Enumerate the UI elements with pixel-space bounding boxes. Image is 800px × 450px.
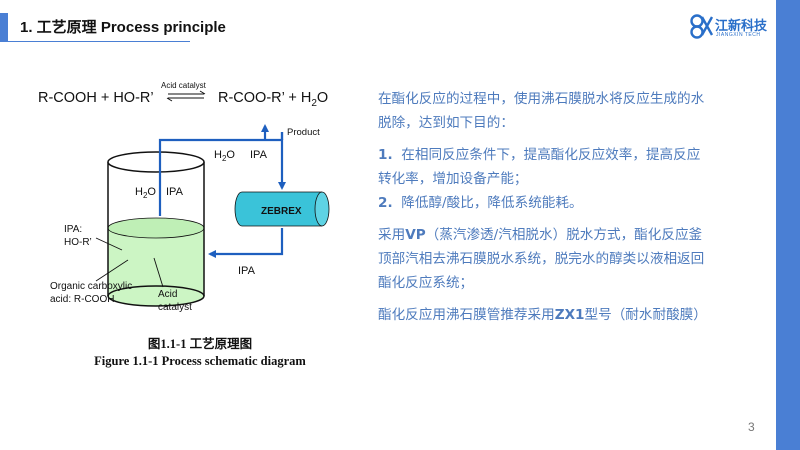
list-item-1-number: 1. (378, 147, 393, 163)
caption-en: Figure 1.1-1 Process schematic diagram (94, 354, 306, 368)
zx-bold: ZX1 (554, 307, 585, 323)
organic-acid-label-2: acid: R-COOH (50, 294, 114, 305)
logo-text-cn: 江新科技 (715, 19, 768, 34)
zebrex-membrane-module (234, 191, 330, 227)
figure-caption: 图1.1-1 工艺原理图 Figure 1.1-1 Process schema… (60, 336, 340, 370)
vp-pre: 采用 (378, 227, 406, 243)
right-accent-bar (776, 0, 800, 450)
zx-paragraph: 酯化反应用沸石膜管推荐采用ZX1型号（耐水耐酸膜） (378, 303, 708, 327)
header-divider (0, 41, 190, 42)
acid-catalyst-label-1: Acid (158, 289, 177, 300)
list-item-1-text: 在相同反应条件下，提高酯化反应效率，提高反应转化率，增加设备产能； (378, 147, 701, 187)
return-line-arrow (208, 228, 284, 258)
page-title: 1. 工艺原理 Process principle (20, 19, 226, 36)
left-ipa-label: IPA: (64, 224, 82, 235)
equation-left: R-COOH + HO-R’ (38, 90, 154, 106)
left-ipa-leader (95, 237, 123, 251)
left-alcohol-label: HO-R’ (64, 237, 92, 248)
reactor-tank (107, 151, 205, 307)
equilibrium-arrow-icon (166, 90, 206, 102)
return-ipa-label: IPA (238, 265, 256, 277)
intro-paragraph: 在酯化反应的过程中，使用沸石膜脱水将反应生成的水脱除，达到如下目的： (378, 91, 705, 131)
zx-rest: 型号（耐水耐酸膜） (584, 307, 707, 323)
vapor-h2o-label: H2O (214, 149, 235, 163)
list-item-2-text: 降低醇/酸比，降低系统能耗。 (401, 195, 583, 211)
list-item-1: 1. 在相同反应条件下，提高酯化反应效率，提高反应转化率，增加设备产能； (378, 143, 708, 191)
zx-pre: 酯化反应用沸石膜管推荐采用 (378, 307, 555, 323)
vp-paragraph: 采用VP（蒸汽渗透/汽相脱水）脱水方式，酯化反应釜顶部汽相去沸石膜脱水系统，脱完… (378, 223, 708, 295)
vp-rest: （蒸汽渗透/汽相脱水）脱水方式，酯化反应釜顶部汽相去沸石膜脱水系统，脱完水的醇类… (378, 227, 705, 291)
tank-ipa-label: IPA (166, 186, 184, 198)
logo-text-en: JIANGXIN TECH (716, 32, 761, 38)
company-logo: 江新科技 JIANGXIN TECH (688, 13, 772, 41)
organic-acid-leader (95, 259, 129, 282)
equation-right: R-COO-R’ + H2O (218, 90, 328, 109)
process-diagram-svg: R-COOH + HO-R’ Acid catalyst R-COO-R’ + … (38, 81, 330, 313)
acid-catalyst-leader (153, 257, 164, 288)
vp-bold: VP (405, 227, 426, 243)
catalyst-label: Acid catalyst (161, 81, 207, 90)
membrane-label: ZEBREX (261, 206, 302, 217)
process-diagram: R-COOH + HO-R’ Acid catalyst R-COO-R’ + … (20, 78, 365, 340)
vapor-line-arrow (158, 138, 286, 216)
body-text: 在酯化反应的过程中，使用沸石膜脱水将反应生成的水脱除，达到如下目的： 1. 在相… (378, 87, 708, 335)
page-number: 3 (748, 420, 755, 434)
list-item-2: 2. 降低醇/酸比，降低系统能耗。 (378, 191, 708, 215)
list-item-2-number: 2. (378, 195, 393, 211)
product-label: Product (287, 127, 320, 138)
caption-cn: 图1.1-1 工艺原理图 (147, 337, 253, 351)
logo-mark-icon (690, 14, 714, 39)
tank-h2o-label: H2O (135, 186, 156, 200)
vapor-ipa-label: IPA (250, 149, 268, 161)
organic-acid-label-1: Organic carboxylic (50, 281, 132, 292)
title-accent-bar (0, 13, 8, 41)
acid-catalyst-label-2: catalyst (158, 302, 192, 313)
